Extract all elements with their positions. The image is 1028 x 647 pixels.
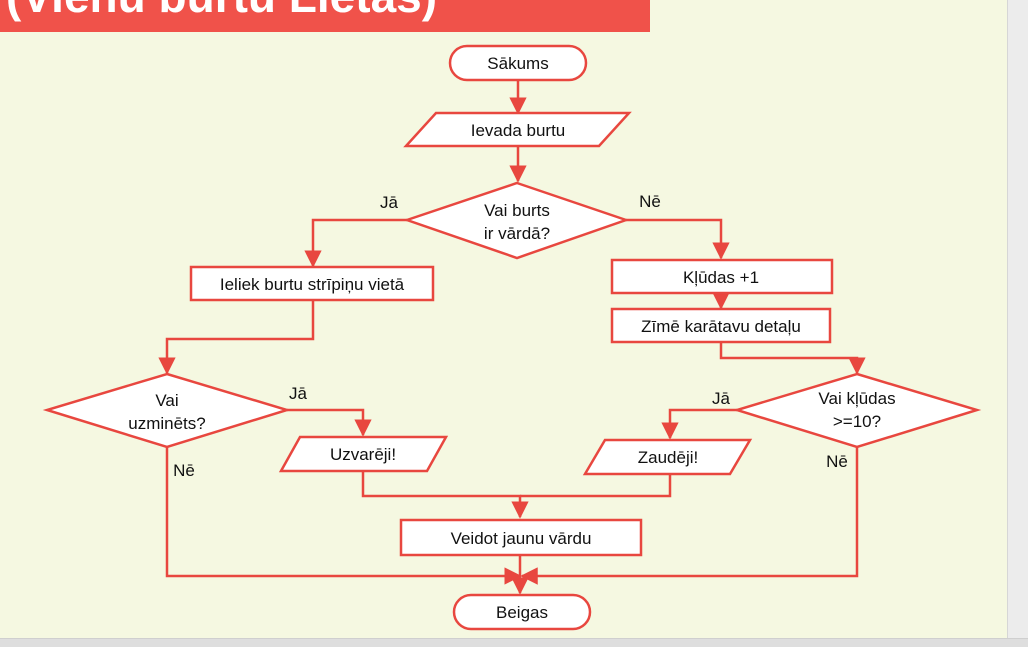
place-letter-box [189,265,435,302]
flowchart: Sākums Ievada burtu Vai burts ir vārdā? … [42,44,982,631]
start-terminator [448,44,588,82]
input-parallelogram [403,111,632,148]
decision-errors-label-line1: Vai kļūdas [818,389,895,408]
errors-plus-label: Kļūdas +1 [683,268,759,287]
input-label: Ievada burtu [471,121,566,140]
errors-plus-box [610,258,834,295]
slide-title: (Vienu burtu Lietas) [6,0,437,24]
win-label: Uzvarēji! [330,445,396,464]
lose-label: Zaudēji! [638,448,698,467]
edge-win-newword [361,471,529,519]
edge-draw-errorcheck [719,342,866,375]
new-word-label: Veidot jaunu vārdu [451,529,592,548]
decision-in-word-label-line2: ir vārdā? [484,224,550,243]
end-label: Beigas [496,603,548,622]
new-word-box [399,518,643,557]
slide: (Vienu burtu Lietas) [0,0,1007,638]
place-letter-label: Ieliek burtu strīpiņu vietā [220,275,405,294]
edge-label-guessed-yes: Jā [289,384,308,403]
edge-label-errors-yes: Jā [712,389,731,408]
decision-in-word-diamond [403,181,630,260]
decision-errors-label-line2: >=10? [833,412,881,431]
edge-guessed-no [165,447,522,585]
win-parallelogram [278,435,449,473]
bottom-edge [0,638,1028,647]
edge-errors-yes [661,408,737,440]
draw-gallows-label: Zīmē karātavu detaļu [641,317,801,336]
scrollbar-track[interactable] [1007,0,1028,646]
decision-guessed-label-line2: uzminēts? [128,414,205,433]
decision-guessed-label-line1: Vai [155,391,178,410]
decision-guessed-diamond [42,372,292,449]
edge-word-yes [304,218,407,268]
edge-word-no [626,218,730,260]
title-bar: (Vienu burtu Lietas) [0,0,650,32]
draw-gallows-box [610,307,832,344]
decision-in-word-label-line1: Vai burts [484,201,550,220]
edge-label-word-yes: Jā [380,193,399,212]
lose-parallelogram [582,438,753,476]
start-label: Sākums [487,54,548,73]
end-terminator [452,593,592,631]
edge-errors-no [520,447,859,585]
edge-label-errors-no: Nē [826,452,848,471]
edge-place-guessed [158,300,315,375]
edge-lose-newword [520,474,672,498]
edge-label-guessed-no: Nē [173,461,195,480]
edge-label-word-no: Nē [639,192,661,211]
edge-guessed-yes [287,408,372,437]
decision-errors-diamond [732,372,982,449]
